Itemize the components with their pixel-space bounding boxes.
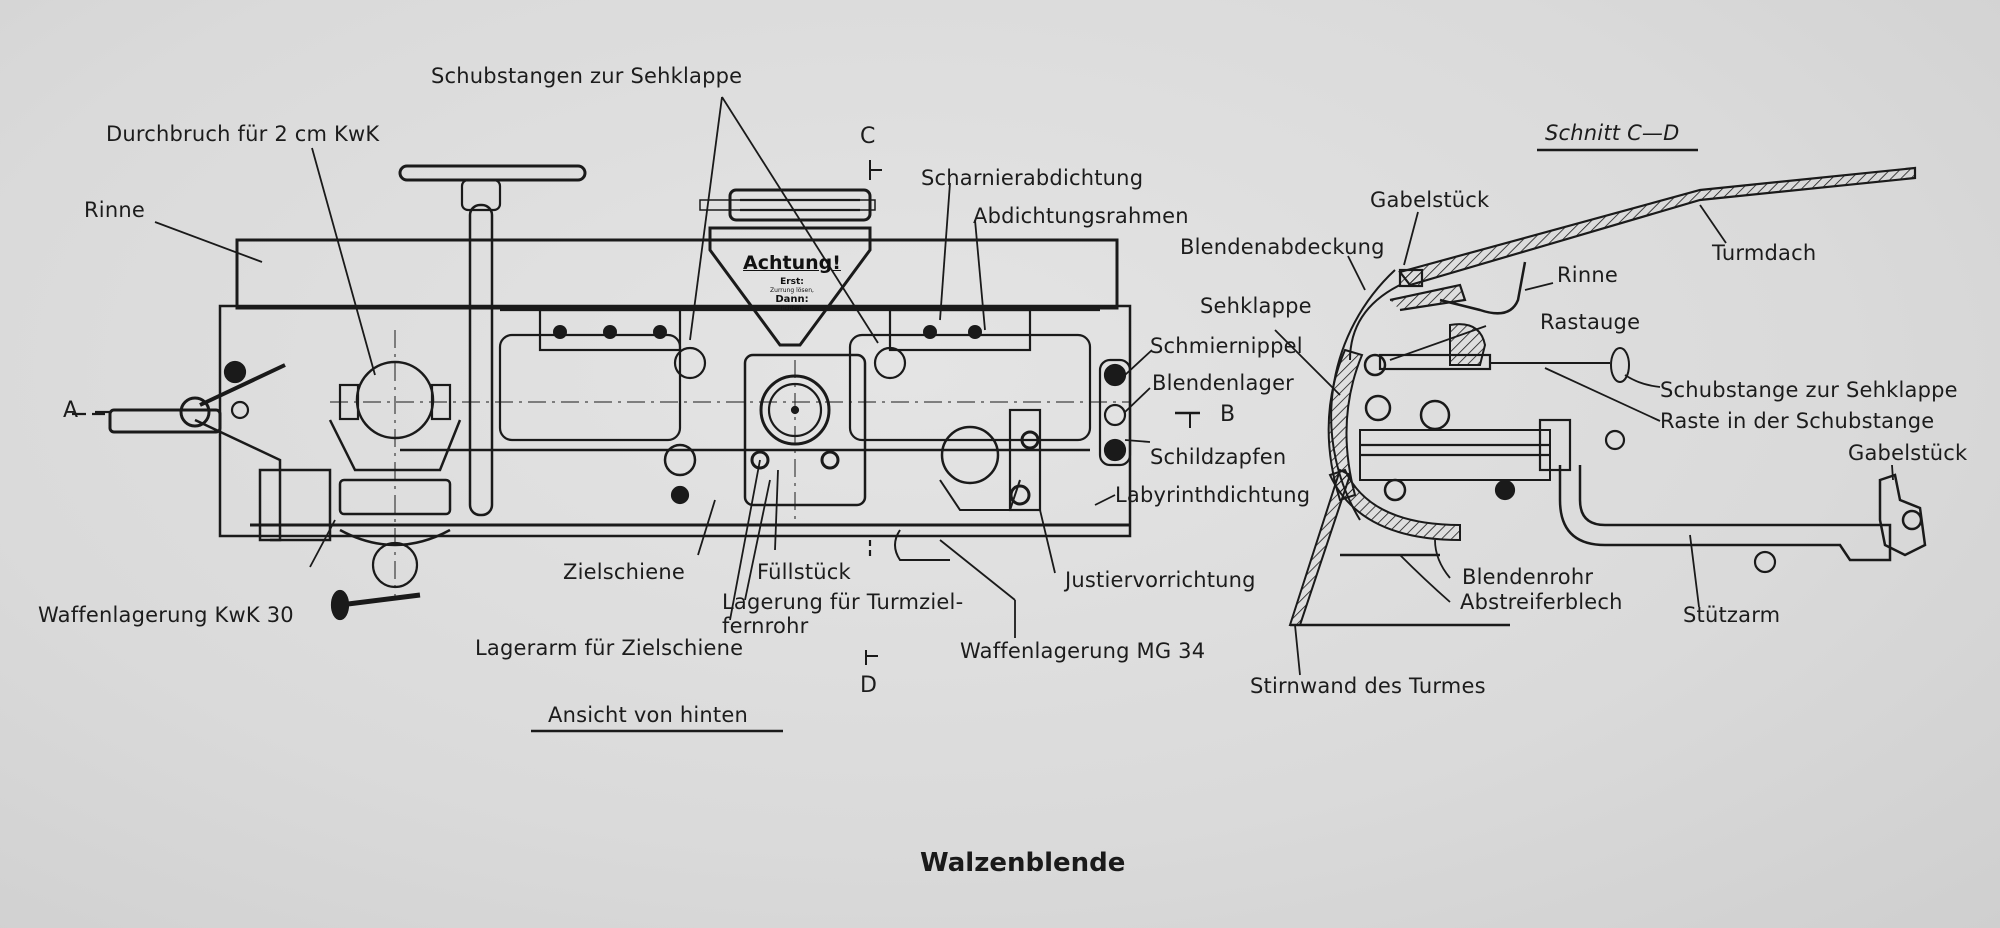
label-stirnwand: Stirnwand des Turmes xyxy=(1250,674,1486,698)
label-schildzapfen: Schildzapfen xyxy=(1150,445,1287,469)
mg34-mount xyxy=(940,425,1000,485)
label-labyrinthdichtung: Labyrinthdichtung xyxy=(1115,483,1311,507)
warning-line-4: richten. xyxy=(780,305,804,312)
label-abstreiferblech: Abstreiferblech xyxy=(1460,590,1623,614)
label-raste: Raste in der Schubstange xyxy=(1660,409,1935,433)
label-waffenlagerung-kwk: Waffenlagerung KwK 30 xyxy=(38,603,294,627)
gabelstueck-right xyxy=(1878,473,1927,557)
section-mark-a: A xyxy=(63,398,79,423)
label-blendenlager: Blendenlager xyxy=(1152,371,1295,395)
section-mark-d: D xyxy=(860,673,878,698)
rear-view-drawing xyxy=(72,160,1200,665)
label-sehklappe: Sehklappe xyxy=(1200,294,1312,318)
label-blendenrohr: Blendenrohr xyxy=(1462,565,1594,589)
label-lagerung-turmziel: Lagerung für Turmziel- xyxy=(722,590,964,614)
label-abdichtungsrahmen: Abdichtungsrahmen xyxy=(973,204,1189,228)
figure-title: Walzenblende xyxy=(920,848,1126,878)
label-schubstange: Schubstange zur Sehklappe xyxy=(1660,378,1958,402)
warning-plate-text: Achtung! Erst: Zurrung lösen, Dann: rich… xyxy=(722,252,862,312)
section-mark-b: B xyxy=(1220,402,1236,427)
turmdach xyxy=(1398,166,1917,287)
warning-line-2: Zurrung lösen, xyxy=(770,287,814,294)
warning-line-3: Dann: xyxy=(775,294,809,305)
warning-line-1: Erst: xyxy=(780,277,804,287)
label-rinne-section: Rinne xyxy=(1557,263,1618,287)
rinne-bar xyxy=(235,238,1119,310)
stuetzarm xyxy=(1558,465,1892,562)
label-stuetzarm: Stützarm xyxy=(1683,603,1781,627)
label-scharnierabdichtung: Scharnierabdichtung xyxy=(921,166,1144,190)
label-turmdach: Turmdach xyxy=(1712,241,1817,265)
label-blendenabdeckung: Blendenabdeckung xyxy=(1180,235,1385,259)
caption-section-cd: Schnitt C—D xyxy=(1545,121,1680,145)
section-view-drawing xyxy=(1288,166,1927,627)
label-rastauge: Rastauge xyxy=(1540,310,1641,334)
gabelstueck-top xyxy=(1398,268,1424,288)
label-durchbruch: Durchbruch für 2 cm KwK xyxy=(106,122,380,146)
label-zielschiene: Zielschiene xyxy=(563,560,685,584)
label-justiervorrichtung: Justiervorrichtung xyxy=(1065,568,1256,592)
label-schmiernippel: Schmiernippel xyxy=(1150,334,1303,358)
t-handle xyxy=(398,164,587,182)
label-waffenlagerung-mg: Waffenlagerung MG 34 xyxy=(960,639,1206,663)
label-lagerung-turmziel-2: fernrohr xyxy=(722,614,809,638)
label-rinne: Rinne xyxy=(84,198,145,222)
label-schubstangen: Schubstangen zur Sehklappe xyxy=(431,64,743,88)
label-fuellstueck: Füllstück xyxy=(757,560,851,584)
label-gabelstueck-top: Gabelstück xyxy=(1370,188,1490,212)
warning-heading: Achtung! xyxy=(743,252,841,274)
label-gabelstueck-right: Gabelstück xyxy=(1848,441,1968,465)
label-lagerarm: Lagerarm für Zielschiene xyxy=(475,636,744,660)
warning-plate-handle xyxy=(728,188,872,222)
leader-lines-section xyxy=(1274,204,1894,676)
section-mark-c: C xyxy=(860,124,876,149)
leader-lines-rear xyxy=(154,96,1153,638)
seal-strip xyxy=(538,308,682,352)
warning-plate xyxy=(708,226,872,347)
caption-rear-view: Ansicht von hinten xyxy=(548,703,748,727)
